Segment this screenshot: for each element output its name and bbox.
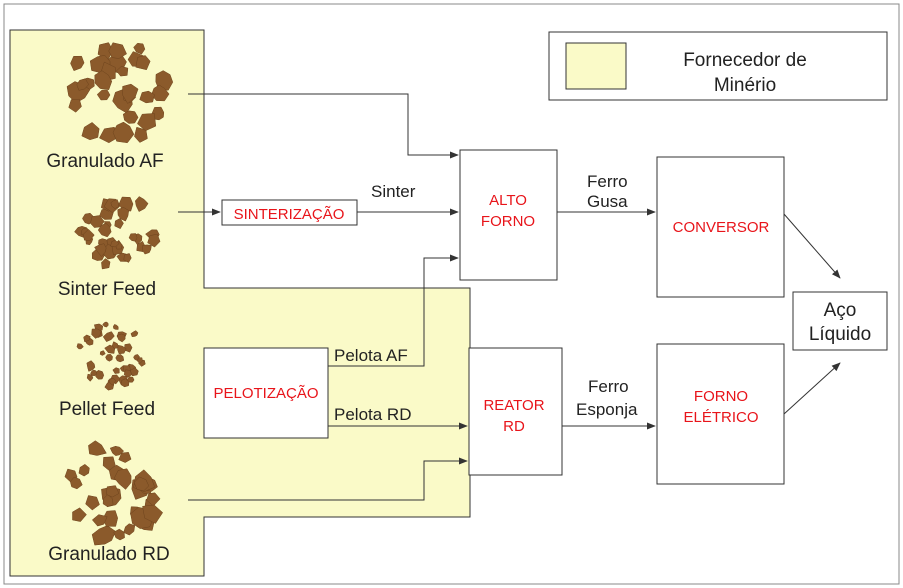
ore-label-granulado-rd: Granulado RD: [48, 544, 169, 565]
process-label-forno-eletrico-line2: ELÉTRICO: [683, 409, 758, 426]
process-label-alto-forno-line1: ALTO: [489, 192, 527, 209]
product-label-pelota-af: Pelota AF: [334, 346, 408, 365]
process-label-pelotizacao: PELOTIZAÇÃO: [213, 385, 318, 402]
ore-label-pellet-feed: Pellet Feed: [59, 399, 155, 420]
process-label-alto-forno-line2: FORNO: [481, 213, 535, 230]
product-label-sinter: Sinter: [371, 182, 416, 201]
product-label-ferro-esponja-line1: Ferro: [588, 377, 629, 396]
legend-swatch: [566, 43, 626, 89]
product-label-ferro-gusa-line1: Ferro: [587, 172, 628, 191]
legend-label-line2: Minério: [714, 75, 776, 96]
product-label-ferro-gusa-line2: Gusa: [587, 192, 628, 211]
product-label-pelota-rd: Pelota RD: [334, 405, 411, 424]
process-label-forno-eletrico-line1: FORNO: [694, 388, 748, 405]
process-label-reator-rd-line1: REATOR: [483, 397, 544, 414]
product-label-aco-liquido-line1: Aço: [824, 300, 857, 321]
legend-label-line1: Fornecedor de: [683, 50, 807, 71]
product-label-ferro-esponja-line2: Esponja: [576, 400, 638, 419]
ore-label-granulado-af: Granulado AF: [46, 151, 163, 172]
product-label-aco-liquido-line2: Líquido: [809, 324, 871, 345]
process-label-conversor: CONVERSOR: [673, 219, 770, 236]
process-label-sinterizacao: SINTERIZAÇÃO: [234, 206, 345, 223]
ore-label-sinter-feed: Sinter Feed: [58, 279, 156, 300]
process-label-reator-rd-line2: RD: [503, 418, 525, 435]
